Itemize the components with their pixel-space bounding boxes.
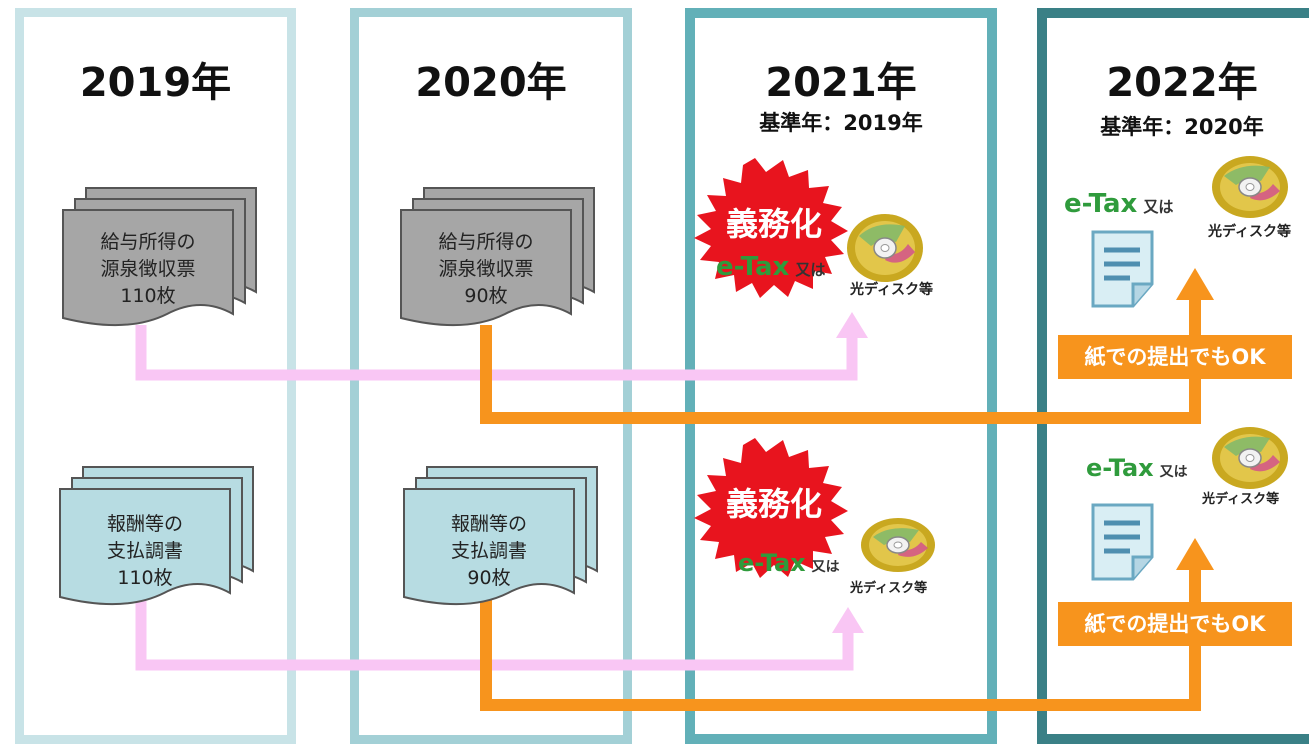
pink-arrowhead-withholding [836,312,868,338]
orange-arrowhead-payment [1176,538,1214,570]
document-label-payment-2019: 報酬等の 支払調書 110枚 [65,511,225,592]
etax-text: e-Tax [716,252,790,282]
document-stack-payment-2020 [403,466,598,606]
or-text: 又は [1159,464,1188,480]
etax-label-2022-top: e-Tax 又は [1064,189,1173,219]
pink-arrow-withholding [135,325,858,381]
etax-text: e-Tax [1064,189,1138,219]
etax-text: e-Tax [738,549,806,577]
paper-document-icon-top [1091,230,1154,308]
pink-arrow-payment [135,600,854,671]
document-stack-withholding-2020 [400,187,595,327]
document-label-payment-2020: 報酬等の 支払調書 90枚 [409,511,569,592]
mandatory-burst-bottom [694,438,848,578]
document-count: 90枚 [467,567,511,589]
document-line2: 源泉徴収票 [438,258,534,280]
document-count: 90枚 [464,285,508,307]
etax-label-2022-bottom: e-Tax 又は [1086,454,1187,482]
paper-ok-badge-top: 紙での提出でもOK [1058,335,1292,379]
mandatory-label-top: 義務化 [725,205,822,243]
document-count: 110枚 [120,285,176,307]
document-line1: 給与所得の [100,231,196,253]
etax-label-2021-top: e-Tax 又は [716,252,825,282]
orange-arrowhead-withholding [1176,268,1214,300]
document-count: 110枚 [117,567,173,589]
pink-arrowhead-payment [832,607,864,633]
document-line2: 支払調書 [106,540,183,562]
document-line2: 支払調書 [450,540,527,562]
paper-ok-badge-bottom: 紙での提出でもOK [1058,602,1292,646]
mandatory-burst-top [694,158,848,298]
document-label-withholding-2019: 給与所得の 源泉徴収票 110枚 [68,229,228,310]
document-line1: 給与所得の [438,231,534,253]
etax-label-2021-bottom: e-Tax 又は [738,549,839,577]
base-year-2021: 基準年：2019年 [759,111,923,135]
document-stack-payment-2019 [59,466,254,606]
document-stack-withholding-2019 [62,187,257,327]
etax-text: e-Tax [1086,454,1154,482]
disc-icon-2022-top [1212,156,1288,218]
disc-label-2022-top: 光ディスク等 [1208,224,1292,240]
disc-label-2021-bottom: 光ディスク等 [850,581,928,596]
or-text: 又は [811,559,840,575]
year-2021-heading: 2021年 [765,60,917,106]
document-line1: 報酬等の [106,513,183,535]
paper-document-icon-bottom [1091,503,1154,581]
disc-icon-2021-bottom [861,518,935,572]
disc-label-2022-bottom: 光ディスク等 [1202,492,1280,507]
or-text: 又は [1143,198,1174,216]
document-line2: 源泉徴収票 [100,258,196,280]
or-text: 又は [795,261,826,279]
document-line1: 報酬等の [450,513,527,535]
mandatory-label-bottom: 義務化 [725,485,822,523]
base-year-2022: 基準年：2020年 [1100,115,1264,139]
year-2020-heading: 2020年 [415,60,567,106]
disc-icon-2022-bottom [1212,427,1288,489]
disc-icon-2021-top [847,214,923,282]
document-label-withholding-2020: 給与所得の 源泉徴収票 90枚 [406,229,566,310]
disc-label-2021-top: 光ディスク等 [850,282,934,298]
year-2022-heading: 2022年 [1106,60,1258,106]
year-2019-heading: 2019年 [79,60,232,106]
